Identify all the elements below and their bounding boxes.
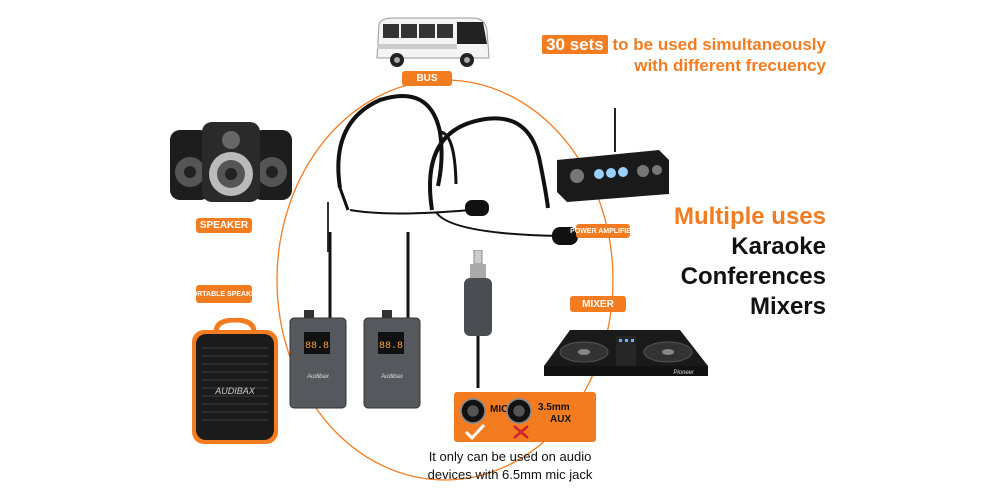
bodypack-transmitter-1: 88.8 Audibax bbox=[289, 232, 347, 409]
speaker-tag: SPEAKER bbox=[196, 218, 252, 233]
headline-line1: to be used simultaneously bbox=[612, 35, 827, 54]
portable-speaker-tag: PORTABLE SPEAKER bbox=[187, 285, 261, 303]
uses-list: Multiple uses Karaoke Conferences Mixers bbox=[566, 202, 826, 322]
mic-jack-icon bbox=[460, 398, 486, 424]
jack-receiver-image bbox=[464, 250, 492, 388]
cross-icon bbox=[513, 425, 529, 439]
bus-image bbox=[376, 17, 490, 67]
mixer-tag: MIXER bbox=[570, 296, 626, 312]
note-line1: It only can be used on audio bbox=[428, 449, 592, 464]
use-item-karaoke: Karaoke bbox=[731, 233, 826, 260]
headline: 30 sets to be used simultaneously with d… bbox=[466, 34, 826, 76]
note-line2: devices with 6.5mm mic jack bbox=[427, 467, 593, 482]
aux-label: AUX bbox=[550, 414, 572, 425]
portable-speaker-logo: AUDIBAX bbox=[214, 386, 256, 396]
svg-text:Audibax: Audibax bbox=[380, 374, 404, 380]
svg-text:88.8: 88.8 bbox=[305, 341, 329, 352]
jack-compatibility-box: MIC 3.5mm AUX bbox=[454, 392, 596, 442]
mixer-image: Pioneer bbox=[544, 330, 708, 376]
checkmark-icon bbox=[464, 423, 486, 440]
use-item-mixers: Mixers bbox=[749, 293, 826, 320]
sets-count-badge: 30 sets bbox=[542, 35, 608, 54]
speaker-image bbox=[170, 122, 292, 202]
power-amplifier-image bbox=[557, 108, 669, 202]
portable-speaker-image: AUDIBAX bbox=[192, 318, 278, 444]
use-item-conferences: Conferences bbox=[680, 263, 826, 290]
uses-title: Multiple uses bbox=[673, 203, 826, 230]
power-amplifier-tag: POWER AMPLIFIER bbox=[570, 224, 636, 238]
mic-jack-label: MIC bbox=[490, 404, 509, 415]
bus-tag: BUS bbox=[402, 71, 452, 86]
aux-size-label: 3.5mm bbox=[538, 402, 570, 413]
headline-line2: with different frecuency bbox=[634, 56, 826, 75]
svg-text:88.8: 88.8 bbox=[379, 341, 403, 352]
aux-jack-icon bbox=[506, 398, 532, 424]
compatibility-note: It only can be used on audio devices wit… bbox=[400, 448, 620, 484]
svg-text:Audibax: Audibax bbox=[306, 374, 330, 380]
headsets-image bbox=[327, 94, 578, 252]
bodypack-transmitter-2: 88.8 Audibax bbox=[363, 232, 421, 409]
mixer-logo: Pioneer bbox=[673, 370, 695, 376]
